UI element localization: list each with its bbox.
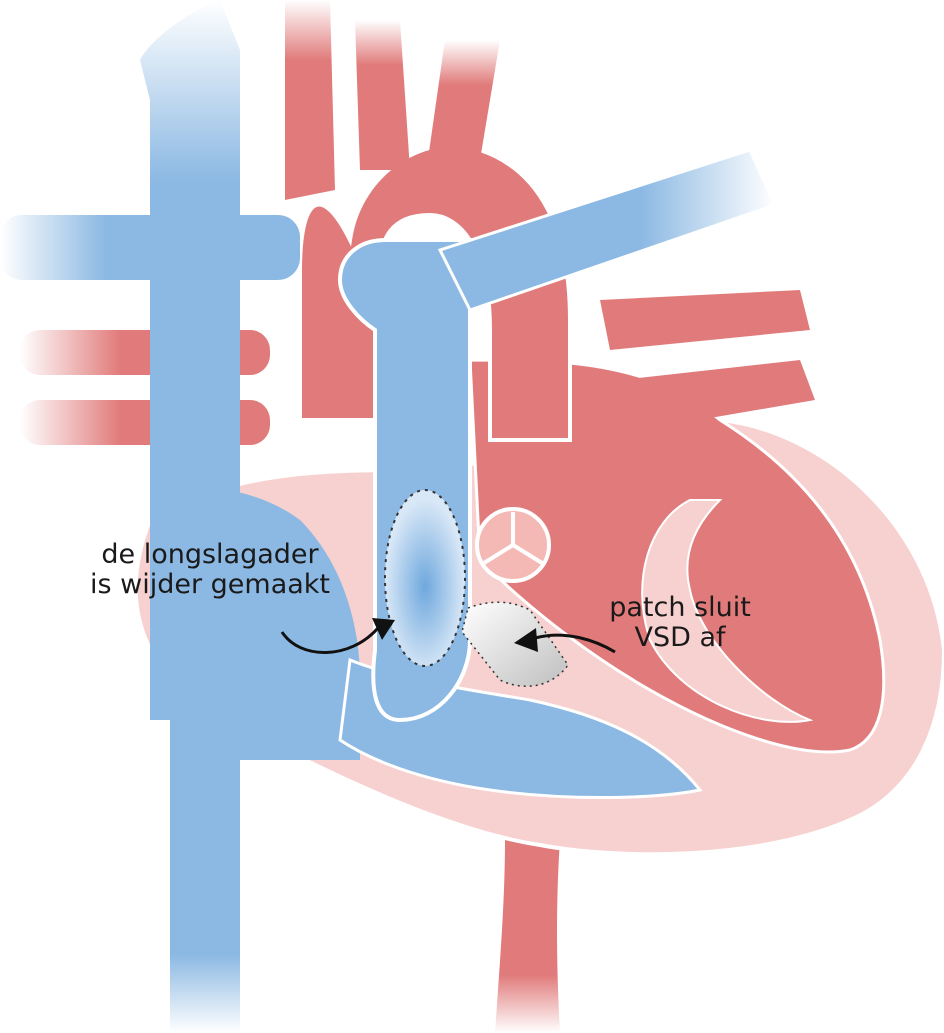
patch-annotation: patch sluit VSD af xyxy=(560,593,800,653)
brachiocephalic-artery xyxy=(285,0,335,200)
widened-pulmonary-section xyxy=(385,490,465,666)
innominate-vein xyxy=(0,215,300,280)
pulmonary-annotation-line1: de longslagader xyxy=(40,540,380,570)
aortic-valve xyxy=(477,509,549,581)
pulmonary-annotation: de longslagader is wijder gemaakt xyxy=(40,540,380,600)
descending-aorta xyxy=(495,840,560,1033)
pulmonary-vein-right-upper xyxy=(600,290,810,350)
patch-annotation-line2: VSD af xyxy=(560,623,800,653)
left-carotid-artery xyxy=(355,20,410,170)
inferior-vena-cava xyxy=(170,720,240,1033)
patch-annotation-line1: patch sluit xyxy=(560,593,800,623)
pulmonary-annotation-line2: is wijder gemaakt xyxy=(40,570,380,600)
